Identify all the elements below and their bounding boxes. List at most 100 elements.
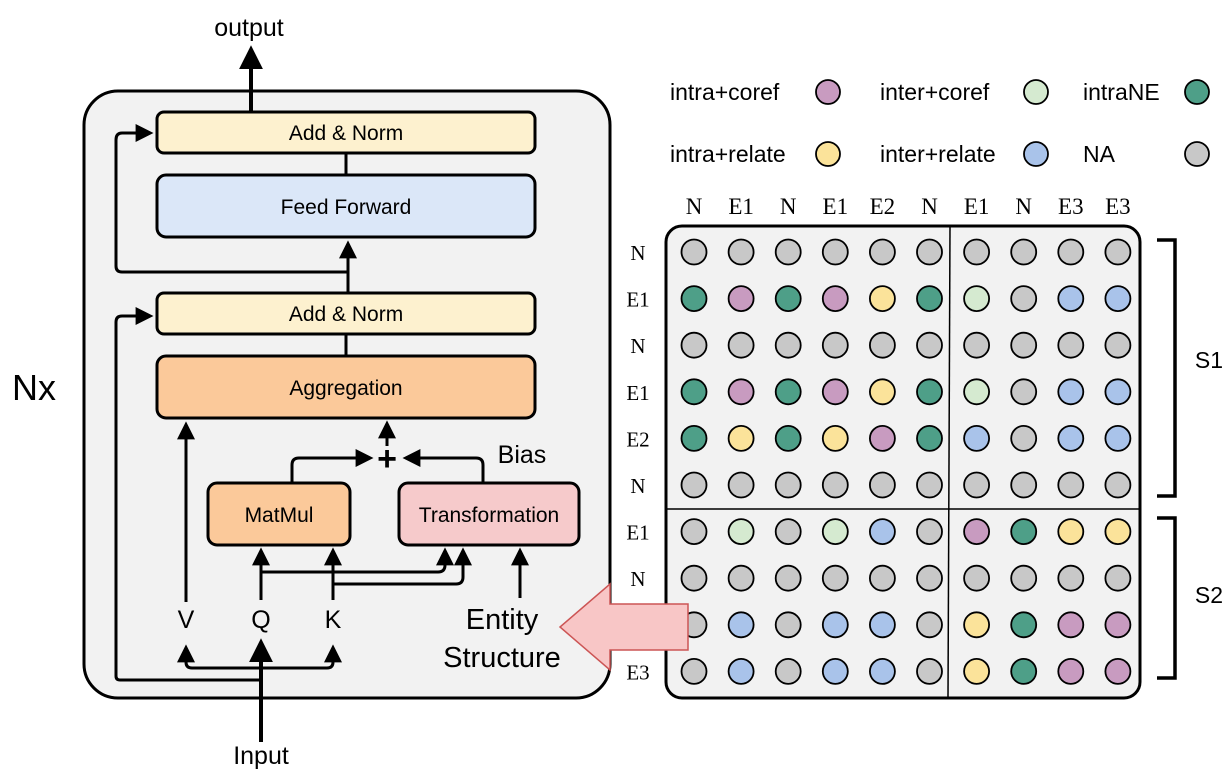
matrix-cell-NA [916,238,943,266]
matrix-cell-intraNE [1010,518,1038,545]
matrix-cell-NA [680,564,708,592]
matrix-cell-inter-coref [963,378,990,406]
matrix-cell-NA [916,518,943,545]
add-norm-top-block [155,110,537,155]
residual-path-bottom [114,307,261,682]
matrix-cell-intra-coref [1057,658,1085,685]
matrix-cell-NA [869,471,896,499]
matrix-cell-NA [727,238,755,266]
matrix-cell-intra-coref [869,424,896,452]
matrix-cell-NA [821,471,849,499]
matrix-col-label: E1 [823,194,849,219]
matrix-row-label: E1 [626,288,649,312]
s1-label: S1 [1195,347,1223,373]
add-norm-bottom-label: Add & Norm [289,303,403,326]
matrix-cell-NA [1057,564,1085,592]
matrix-cell-intraNE [916,285,943,313]
sentence-divider-vertical [947,226,951,698]
matrix-cell-inter-coref [963,285,990,313]
legend-swatch-inter-coref [1023,79,1049,105]
matrix-cell-NA [727,331,755,359]
matrix-cell-NA [774,331,802,359]
matrix-col-label: E3 [1105,194,1131,219]
legend-swatch-intra-relate [815,141,841,167]
s2-label: S2 [1195,582,1223,608]
matrix-cell-intra-relate [821,424,849,452]
k-label: K [325,606,342,634]
matrix-cell-intraNE [680,285,708,313]
matrix-cell-NA [680,658,708,685]
matrix-col-label: N [1015,194,1032,219]
matrix-row-label: E1 [626,381,649,405]
matrix-col-label: N [921,194,938,219]
legend-swatch-NA [1184,141,1210,167]
legend-label-intra-coref: intra+coref [670,79,780,105]
matrix-cell-NA [1104,564,1132,592]
matrix-cell-NA [680,471,708,499]
matrix-cell-NA [916,564,943,592]
matrix-cell-inter-relate [1104,424,1132,452]
legend-label-intraNE: intraNE [1083,79,1160,105]
matrix-cell-inter-relate [727,658,755,685]
entity-structure-line1: Entity [466,604,539,636]
matrix-cell-intraNE [1010,658,1038,685]
matrix-cell-inter-coref [727,518,755,545]
legend-label-NA: NA [1083,141,1116,167]
entity-structure-line2: Structure [443,642,561,674]
transformation-label: Transformation [419,504,559,527]
matrix-cell-NA [1057,331,1085,359]
matrix-cell-NA [963,331,990,359]
matrix-cell-NA [963,471,990,499]
matrix-cell-NA [727,564,755,592]
matrix-cell-NA [916,331,943,359]
matrix-row-label: E2 [626,427,649,451]
matrix-cell-NA [774,564,802,592]
matrix-col-label: E1 [728,194,754,219]
matrix-row-label: N [630,334,645,358]
nx-label: Nx [12,367,56,408]
add-norm-top-label: Add & Norm [289,122,403,145]
k-to-transformation [333,547,472,586]
matrix-cell-NA [1104,471,1132,499]
matrix-cell-intraNE [774,378,802,406]
matrix-cell-inter-relate [1057,378,1085,406]
matrix-cell-NA [869,564,896,592]
feed-forward-label: Feed Forward [281,196,412,219]
s1-bracket [1157,238,1177,498]
input-label: Input [233,742,289,770]
matrix-cell-inter-relate [1057,424,1085,452]
matrix-cell-intra-coref [727,285,755,313]
matrix-cell-NA [680,331,708,359]
matrix-cell-NA [680,518,708,545]
matrix-cell-NA [869,238,896,266]
output-label: output [214,14,284,42]
matrix-cell-intra-coref [727,378,755,406]
matrix-cell-NA [1104,331,1132,359]
matrix-cell-intra-relate [727,424,755,452]
matrix-cell-intraNE [680,378,708,406]
matrix-cell-intraNE [774,285,802,313]
matrix-cell-intra-coref [963,518,990,545]
matrix-cell-intraNE [680,424,708,452]
matrix-cell-NA [1010,424,1038,452]
matrix-cell-inter-relate [1057,285,1085,313]
matrix-cell-inter-relate [963,424,990,452]
matrix-cell-inter-relate [869,658,896,685]
matrix-cell-NA [916,611,943,639]
matrix-row-label: N [630,567,645,591]
legend-label-inter-coref: inter+coref [880,79,990,105]
matrix-cell-intraNE [1010,611,1038,639]
matrix-cell-NA [916,471,943,499]
s2-bracket [1157,516,1177,680]
matmul-to-plus [290,449,374,483]
q-label: Q [251,606,270,634]
matrix-cell-NA [727,471,755,499]
matrix-col-label: N [686,194,703,219]
matrix-col-label: E2 [870,194,896,219]
matrix-cell-inter-relate [869,518,896,545]
entity-structure-arrow [558,582,689,672]
transformation-to-plus [402,449,485,483]
matrix-cell-intraNE [774,424,802,452]
